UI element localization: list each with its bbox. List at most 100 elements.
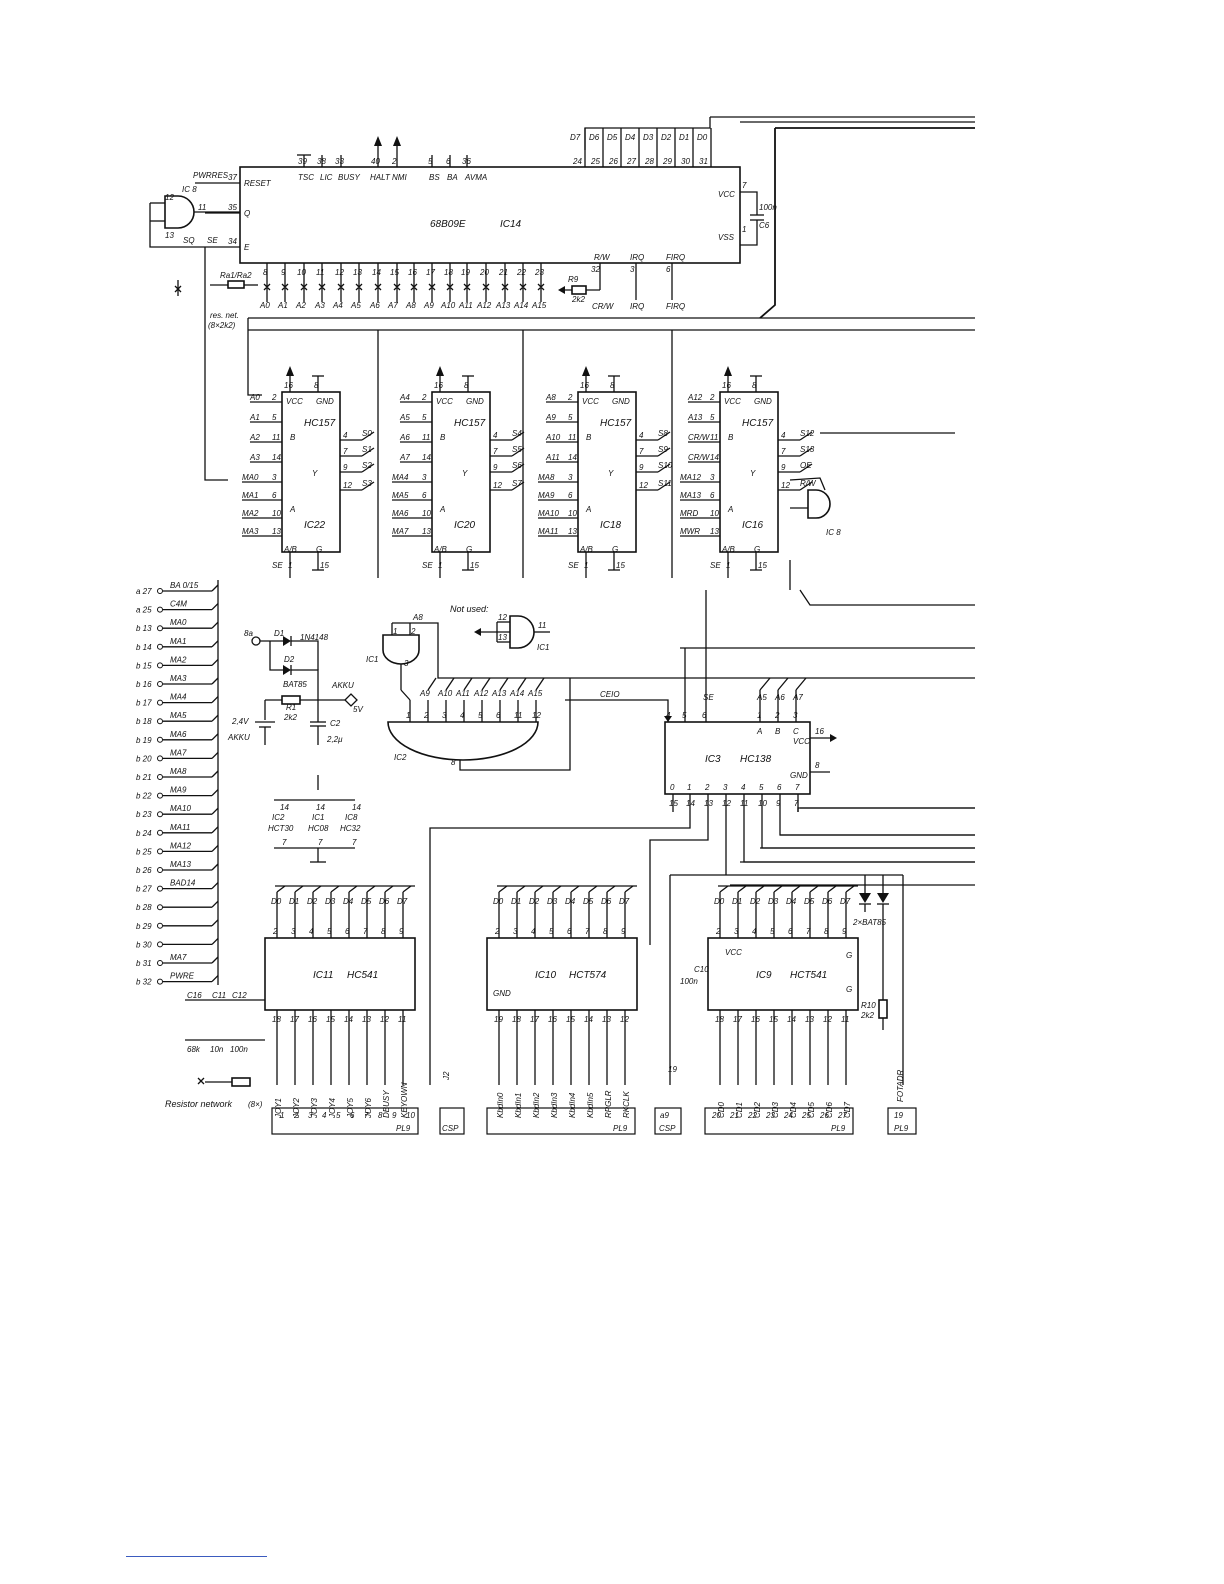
cpu-addr-pin: 17 [426,268,435,277]
mux-b-pin: 11 [568,433,576,442]
mux-a-pin: 3 [422,473,427,482]
mux-b-in: A9 [545,413,556,422]
connector-bend [211,975,219,983]
mux-out-bend [511,481,525,491]
power-pin7: 7 [352,838,357,847]
mux-out: S11 [658,479,672,488]
cpu-left-label: E [244,243,250,252]
mux-a: A [585,505,591,514]
mux-out-pin: 12 [639,481,648,490]
cpu-addr-label: A5 [350,301,361,310]
cpu-data-label: D3 [643,133,654,142]
connector-bend [211,919,219,927]
mux-b-pin: 14 [710,453,719,462]
connector-pin-icon [157,960,163,966]
ic2-input-label: A14 [509,689,525,698]
cpu-left-pin: 34 [228,237,237,246]
mux-b-in: A7 [399,453,410,462]
mux-a-pin: 6 [568,491,573,500]
mux-a-pin: 6 [272,491,277,500]
mux-a-pin: 13 [568,527,577,536]
power-r1-val: 2k2 [283,713,297,722]
mux-gnd: GND [466,397,484,406]
hc138-out7 [797,807,975,812]
buffer-out-pin: 15 [769,1015,778,1024]
buffer-in-pin: 9 [399,927,404,936]
buffer-data: D7 [619,897,630,906]
buffer-signal: CD0 [717,1101,726,1118]
mux-type: HC157 [742,418,774,429]
hc138-out6 [779,812,975,836]
mux-a: A [727,505,733,514]
buffer-out-pin: 13 [602,1015,611,1024]
hc138-top-pin: 2 [774,711,780,720]
connector-block-label: PL9 [894,1124,909,1133]
mux-out: S6 [512,461,522,470]
buffer-type: HCT541 [790,970,827,981]
buffer-data-bend [552,885,562,893]
ic8-label: IC 8 [182,185,197,194]
bl-10n: 10n [210,1045,224,1054]
connector-bend [211,789,219,797]
mux-ref: IC16 [742,520,764,531]
mux-a-pin: 10 [272,509,281,518]
mux-b-pin: 11 [272,433,280,442]
ic2-input-label: A12 [473,689,489,698]
ic8-pin: 13 [165,231,174,240]
cpu-data-pin: 30 [681,157,690,166]
mux-out: S2 [362,461,372,470]
mux-out-bend [657,447,671,457]
connector-pin-icon [157,867,163,873]
connector-block [654,1107,682,1135]
ic2-input-pin: 2 [423,711,429,720]
power-akku: AKKU [227,733,250,742]
cpu-addr-label: A0 [259,301,270,310]
buffer-data: D2 [750,897,761,906]
hc138-out-idx: 7 [795,783,800,792]
dec-not-used-pin: 13 [498,633,507,642]
mux-vcc: VCC [436,397,453,406]
power-pin14: 14 [352,803,361,812]
mux-b-pin: 5 [568,413,573,422]
connector-pin: b 24 [136,829,152,838]
connector-pin: b 15 [136,661,152,670]
connector-bend [211,584,219,592]
mux-type: HC157 [454,418,486,429]
connector-label: MA6 [170,730,187,739]
buffer-data-bend [624,885,634,893]
connector-pin-icon [157,885,163,892]
cpu-crw: CR/W [592,302,615,311]
mux-a-pin: 10 [422,509,431,518]
mux-b-pin: 5 [272,413,277,422]
power-batt: 2,4V [231,717,249,726]
mux-b-in: A12 [687,393,703,402]
buffer-out-pin: 13 [805,1015,814,1024]
buffer-data-bend [773,885,783,893]
buffer-signal: CD1 [735,1102,744,1118]
bl-c11: C11 [212,991,226,1000]
buffer-signal: KbdIn0 [496,1092,505,1118]
connector-pin: b 30 [136,940,152,949]
connector-pin: a 25 [136,606,152,615]
mux-b-in: A2 [249,433,260,442]
buffer-data: D5 [361,897,372,906]
mux-out-pin: 7 [781,447,786,456]
buffer-ref: IC9 [756,970,772,981]
mux-gnd-pin: 8 [752,381,757,390]
buffer-signal: CD5 [807,1101,816,1118]
connector-bend [211,807,219,815]
hc138-top-pin: 5 [682,711,687,720]
pl9-pin: 21 [729,1111,739,1120]
buffer-data-bend [606,885,616,893]
buffer-signal: KbdIn2 [532,1092,541,1118]
power-akku-out: AKKU [331,681,354,690]
hc138-to-buffer1 [429,812,691,1085]
power-section: 8a D1 1N4148 D2 BAT85 AKKU 5V R1 2k2 C2 … [227,629,363,863]
ic8-se: SE [207,236,218,245]
connector-bend [211,658,219,666]
hc138-in: A7 [792,693,803,702]
mux-out: OE [800,461,812,470]
